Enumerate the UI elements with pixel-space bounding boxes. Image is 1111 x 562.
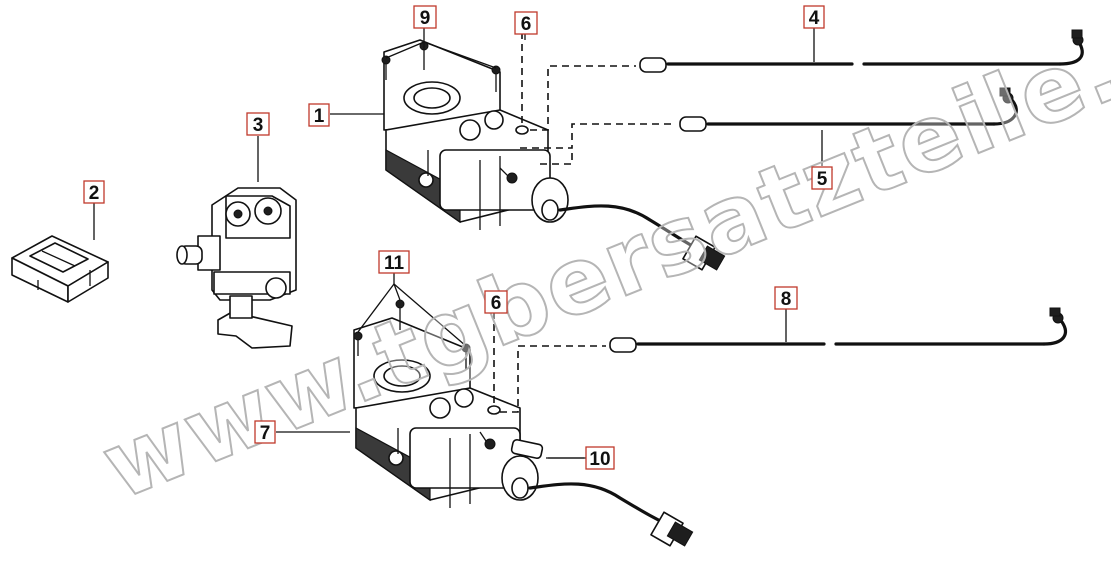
leader-lines	[93, 28, 823, 459]
part-2-block	[11, 235, 109, 303]
screw-icon	[381, 41, 501, 176]
callout-10: 10	[585, 446, 615, 470]
callout-6-lower: 6	[484, 290, 508, 314]
part-1-actuator-upper	[381, 39, 726, 271]
part-4-cable	[530, 29, 1084, 131]
callout-6-upper-label: 6	[521, 14, 532, 35]
part-8-cable	[500, 307, 1067, 413]
callout-4: 4	[803, 5, 825, 29]
part-6-washer-lower	[487, 312, 501, 415]
callout-7-label: 7	[260, 423, 271, 444]
part-5-cable	[520, 87, 1018, 165]
callout-6-upper: 6	[514, 11, 538, 35]
callout-9: 9	[413, 5, 437, 29]
part-7-actuator-lower	[353, 299, 694, 547]
callout-9-label: 9	[420, 8, 431, 29]
callout-6-lower-label: 6	[491, 293, 502, 314]
callout-5-label: 5	[817, 169, 828, 190]
part-3-lock-actuator	[176, 187, 297, 349]
callout-3: 3	[246, 112, 270, 136]
callout-4-label: 4	[809, 8, 820, 29]
callout-11-label: 11	[384, 253, 405, 274]
callout-7: 7	[254, 420, 276, 444]
callout-2: 2	[83, 180, 105, 204]
callout-1: 1	[308, 103, 330, 127]
callout-3-label: 3	[253, 115, 264, 136]
callout-11: 11	[378, 250, 410, 274]
callout-8-label: 8	[781, 289, 792, 310]
callout-8: 8	[774, 286, 798, 310]
callout-5: 5	[811, 166, 833, 190]
screw-icon	[353, 299, 471, 454]
callout-1-label: 1	[314, 106, 325, 127]
callout-10-label: 10	[589, 449, 610, 470]
part-6-washer-upper	[515, 32, 529, 135]
callout-2-label: 2	[89, 183, 100, 204]
